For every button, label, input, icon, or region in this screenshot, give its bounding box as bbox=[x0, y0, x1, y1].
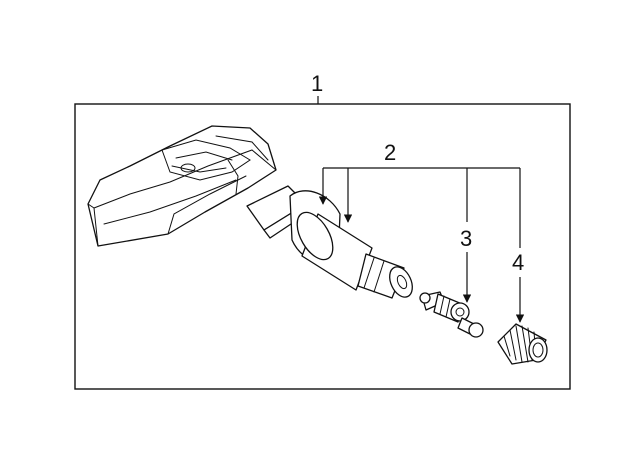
tpms-sensor-icon bbox=[87, 125, 277, 247]
callout-4-label: 4 bbox=[512, 250, 524, 275]
valve-core-icon bbox=[419, 291, 484, 338]
assembly-frame bbox=[74, 103, 571, 390]
valve-stem-icon bbox=[246, 185, 413, 299]
callout-1-label: 1 bbox=[311, 71, 323, 96]
callout-2-label: 2 bbox=[384, 140, 396, 165]
callout-3-label: 3 bbox=[460, 226, 472, 251]
valve-cap-icon bbox=[497, 323, 548, 365]
